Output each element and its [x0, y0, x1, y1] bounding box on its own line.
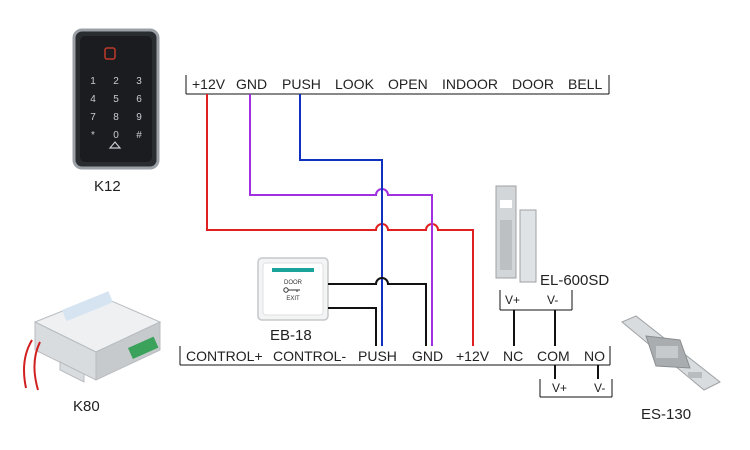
power-supply-label-icon: [62, 291, 113, 322]
bottom-terminal-strip: CONTROL+ CONTROL- PUSH GND +12V NC COM N…: [179, 346, 611, 366]
top-term-door: DOOR: [512, 76, 554, 92]
keypad-k12: 1 2 3 4 5 6 7 8 9 * 0 #: [72, 28, 160, 170]
wire-black-exit-1: [328, 277, 427, 346]
keypad-key: 3: [136, 76, 142, 87]
key-icon: [283, 287, 300, 293]
keypad-key: 9: [136, 112, 142, 123]
bottom-term-control-plus: CONTROL+: [186, 348, 263, 364]
bottom-term-gnd: GND: [412, 348, 443, 364]
keypad-key: 4: [90, 94, 96, 105]
wires: [206, 94, 599, 379]
wire-red-12v: [206, 94, 474, 346]
keypad-label: K12: [94, 178, 121, 195]
keypad-key: 7: [90, 112, 96, 123]
exit-button-label: EB-18: [270, 327, 312, 344]
red-lead-icon: [23, 339, 33, 389]
exit-button-text-door: DOOR: [284, 280, 303, 286]
top-term-push: PUSH: [282, 76, 321, 92]
top-term-12v: +12V: [192, 76, 226, 92]
terminal-block-icon: [128, 336, 159, 359]
keypad-key: #: [136, 130, 142, 141]
power-supply-label: K80: [73, 398, 100, 415]
strike-es130: [621, 315, 721, 391]
bottom-term-12v: +12V: [456, 348, 490, 364]
bottom-term-nc: NC: [503, 348, 523, 364]
keypad-key: 5: [113, 94, 119, 105]
strike-term-vplus: V+: [552, 381, 567, 395]
wire-black-exit-2: [328, 307, 377, 346]
bell-key-icon: [108, 141, 122, 149]
top-term-bell: BELL: [568, 76, 602, 92]
top-term-indoor: INDOOR: [442, 76, 498, 92]
led-indicator-icon: [104, 47, 116, 60]
mounting-tab-icon: [59, 361, 85, 383]
exit-button-eb18: DOOR EXIT: [257, 257, 329, 321]
top-term-open: OPEN: [388, 76, 428, 92]
wire-blue-push: [299, 94, 383, 346]
maglock-term-vminus: V-: [547, 293, 558, 307]
strike-terminal: V+ V-: [539, 379, 613, 398]
top-terminal-strip: +12V GND PUSH LOOK OPEN INDOOR DOOR BELL: [185, 75, 610, 95]
maglock-el600sd: [495, 185, 537, 283]
bottom-term-push: PUSH: [358, 348, 397, 364]
maglock-term-vplus: V+: [505, 293, 520, 307]
keypad-key: *: [91, 130, 95, 141]
keypad-key: 8: [113, 112, 119, 123]
maglock-label: EL-600SD: [540, 272, 609, 289]
keypad-key: 1: [90, 76, 96, 87]
exit-button-text-exit: EXIT: [286, 296, 300, 302]
strike-term-vminus: V-: [594, 381, 605, 395]
power-supply-k80: [23, 291, 162, 391]
keypad-key: 0: [113, 130, 119, 141]
strike-label: ES-130: [641, 406, 691, 423]
keypad-key: 2: [113, 76, 119, 87]
top-term-gnd: GND: [236, 76, 267, 92]
top-term-look: LOOK: [335, 76, 375, 92]
bottom-term-com: COM: [537, 348, 570, 364]
maglock-terminal: V+ V-: [499, 290, 573, 311]
bottom-term-no: NO: [584, 348, 605, 364]
bottom-term-control-minus: CONTROL-: [273, 348, 346, 364]
keypad-key: 6: [136, 94, 142, 105]
